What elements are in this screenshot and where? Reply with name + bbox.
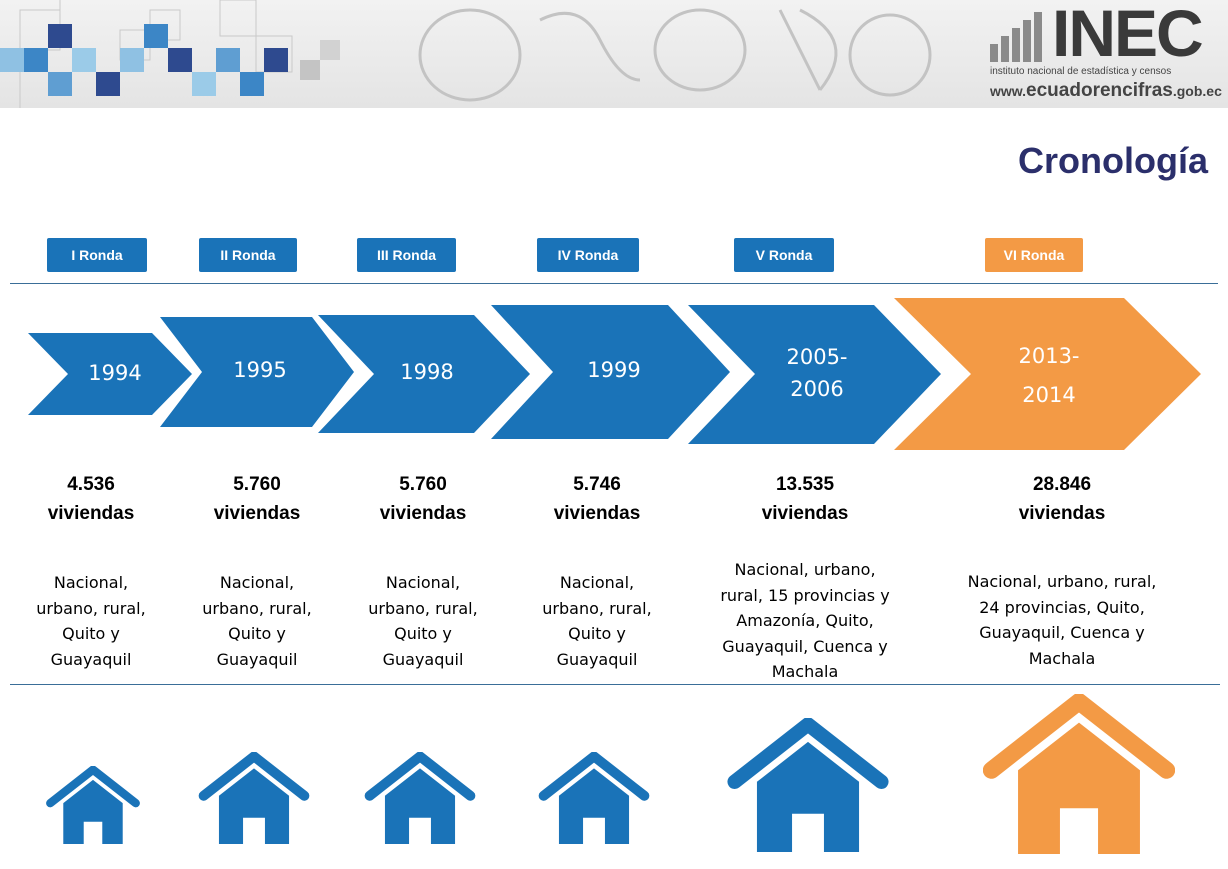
year-label: 2013-2014 xyxy=(1018,344,1080,407)
coverage-text: Nacional, urbano, rural, 15 provincias y… xyxy=(720,560,890,681)
house-icon xyxy=(364,752,476,844)
coverage-text: Nacional, urbano, rural, Quito y Guayaqu… xyxy=(36,573,146,669)
round-badge: I Ronda xyxy=(47,238,147,272)
decorative-cubes xyxy=(0,0,932,108)
coverage-text: Nacional, urbano, rural, Quito y Guayaqu… xyxy=(542,573,652,669)
header-banner: INEC instituto nacional de estadística y… xyxy=(0,0,1228,108)
divider-top xyxy=(10,283,1218,284)
coverage-text: Nacional, urbano, rural, Quito y Guayaqu… xyxy=(368,573,478,669)
website-url: www.ecuadorencifras.gob.ec xyxy=(990,80,1222,101)
arrow-1999 xyxy=(491,305,730,439)
coverage-text: Nacional, urbano, rural, 24 provincias, … xyxy=(967,572,1157,668)
round-badge: VI Ronda xyxy=(985,238,1083,272)
year-label: 1995 xyxy=(233,358,287,382)
house-icon xyxy=(727,718,889,852)
house-icon xyxy=(983,694,1175,854)
house-icon xyxy=(46,766,140,844)
arrow-1998 xyxy=(318,315,530,433)
arrow-1995 xyxy=(160,317,354,427)
round-badge: III Ronda xyxy=(357,238,456,272)
house-icon xyxy=(538,752,650,844)
year-label: 2005-2006 xyxy=(786,345,848,401)
divider-bottom xyxy=(10,684,1220,685)
logo-subtitle: instituto nacional de estadística y cens… xyxy=(990,66,1172,77)
year-label: 1999 xyxy=(587,358,641,382)
year-label: 1998 xyxy=(400,360,454,384)
arrow-1994 xyxy=(28,333,192,415)
page-title: Cronología xyxy=(1018,140,1208,181)
arrow-2013-2014 xyxy=(894,298,1201,450)
round-badge: II Ronda xyxy=(199,238,297,272)
round-badge: IV Ronda xyxy=(537,238,639,272)
inec-logo: INEC xyxy=(1052,0,1204,70)
arrow-2005-2006 xyxy=(688,305,941,444)
coverage-text: Nacional, urbano, rural, Quito y Guayaqu… xyxy=(202,573,312,669)
round-badge: V Ronda xyxy=(734,238,834,272)
inec-bars-icon xyxy=(990,12,1042,62)
year-label: 1994 xyxy=(88,361,142,385)
house-icon xyxy=(198,752,310,844)
timeline-arrows xyxy=(28,298,1201,450)
